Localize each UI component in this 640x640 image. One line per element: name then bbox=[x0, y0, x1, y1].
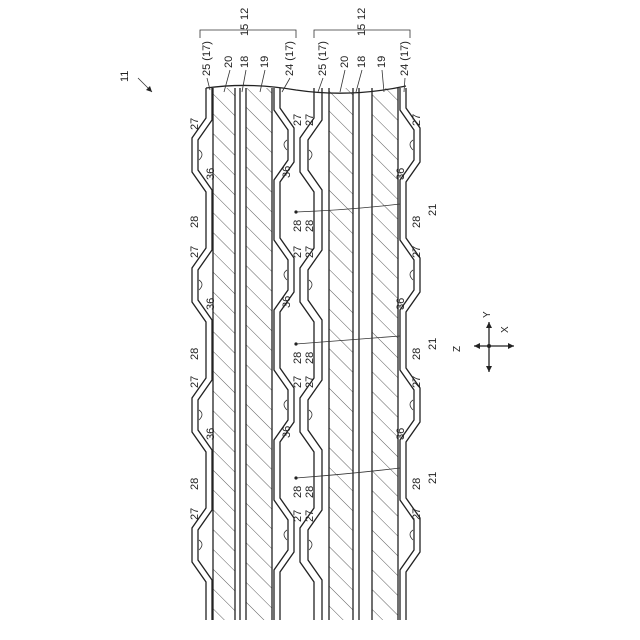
svg-text:36: 36 bbox=[281, 166, 293, 178]
right-plate-20 bbox=[329, 88, 353, 620]
svg-text:28: 28 bbox=[304, 486, 316, 498]
svg-text:36: 36 bbox=[395, 168, 407, 180]
axis-z-label: Z bbox=[452, 346, 463, 352]
svg-text:27: 27 bbox=[411, 114, 423, 126]
svg-text:28: 28 bbox=[411, 478, 423, 490]
svg-text:27: 27 bbox=[411, 246, 423, 258]
svg-text:27: 27 bbox=[292, 246, 304, 258]
svg-text:36: 36 bbox=[281, 296, 293, 308]
svg-text:28: 28 bbox=[292, 352, 304, 364]
svg-text:28: 28 bbox=[292, 220, 304, 232]
svg-text:28: 28 bbox=[304, 352, 316, 364]
svg-text:27: 27 bbox=[292, 510, 304, 522]
svg-text:27: 27 bbox=[189, 118, 201, 130]
left-plate-19 bbox=[246, 88, 272, 620]
svg-text:24 (17): 24 (17) bbox=[399, 41, 411, 76]
axis-y-label: Y bbox=[482, 311, 493, 318]
svg-text:24 (17): 24 (17) bbox=[284, 41, 296, 76]
svg-text:21: 21 bbox=[427, 338, 439, 350]
svg-text:28: 28 bbox=[189, 216, 201, 228]
svg-text:27: 27 bbox=[411, 376, 423, 388]
axis-x-label: X bbox=[500, 326, 511, 333]
svg-text:15: 15 bbox=[356, 24, 368, 36]
svg-text:27: 27 bbox=[411, 508, 423, 520]
svg-text:12: 12 bbox=[239, 8, 251, 20]
svg-text:28: 28 bbox=[411, 348, 423, 360]
svg-text:20: 20 bbox=[339, 56, 351, 68]
svg-text:18: 18 bbox=[356, 56, 368, 68]
svg-text:19: 19 bbox=[259, 56, 271, 68]
svg-text:18: 18 bbox=[239, 56, 251, 68]
svg-text:21: 21 bbox=[427, 472, 439, 484]
svg-text:27: 27 bbox=[189, 376, 201, 388]
svg-text:27: 27 bbox=[304, 376, 316, 388]
svg-text:25 (17): 25 (17) bbox=[201, 41, 213, 76]
svg-text:27: 27 bbox=[292, 376, 304, 388]
label-ref-11: 11 bbox=[119, 71, 131, 82]
top-right-labels: 25 (17) 20 18 15 12 19 24 (17) bbox=[317, 8, 411, 76]
svg-text:27: 27 bbox=[304, 510, 316, 522]
svg-text:28: 28 bbox=[304, 220, 316, 232]
svg-text:28: 28 bbox=[189, 478, 201, 490]
svg-text:36: 36 bbox=[281, 426, 293, 438]
svg-text:28: 28 bbox=[189, 348, 201, 360]
svg-text:28: 28 bbox=[411, 216, 423, 228]
svg-text:36: 36 bbox=[205, 168, 217, 180]
svg-text:36: 36 bbox=[395, 298, 407, 310]
svg-text:19: 19 bbox=[376, 56, 388, 68]
svg-text:36: 36 bbox=[395, 428, 407, 440]
svg-text:28: 28 bbox=[292, 486, 304, 498]
svg-text:27: 27 bbox=[304, 114, 316, 126]
svg-text:27: 27 bbox=[304, 246, 316, 258]
svg-text:25 (17): 25 (17) bbox=[317, 41, 329, 76]
svg-text:27: 27 bbox=[189, 246, 201, 258]
svg-text:15: 15 bbox=[239, 24, 251, 36]
svg-text:12: 12 bbox=[356, 8, 368, 20]
axis-indicator: Y X Z bbox=[452, 311, 514, 372]
svg-text:27: 27 bbox=[292, 114, 304, 126]
svg-text:20: 20 bbox=[223, 56, 235, 68]
svg-text:21: 21 bbox=[427, 204, 439, 216]
svg-text:36: 36 bbox=[205, 298, 217, 310]
top-left-labels: 25 (17) 20 18 15 12 19 24 (17) bbox=[201, 8, 296, 76]
svg-text:27: 27 bbox=[189, 508, 201, 520]
svg-text:36: 36 bbox=[205, 428, 217, 440]
right-side-labels: 27 36 28 21 27 36 28 21 27 36 28 21 27 bbox=[395, 114, 439, 520]
